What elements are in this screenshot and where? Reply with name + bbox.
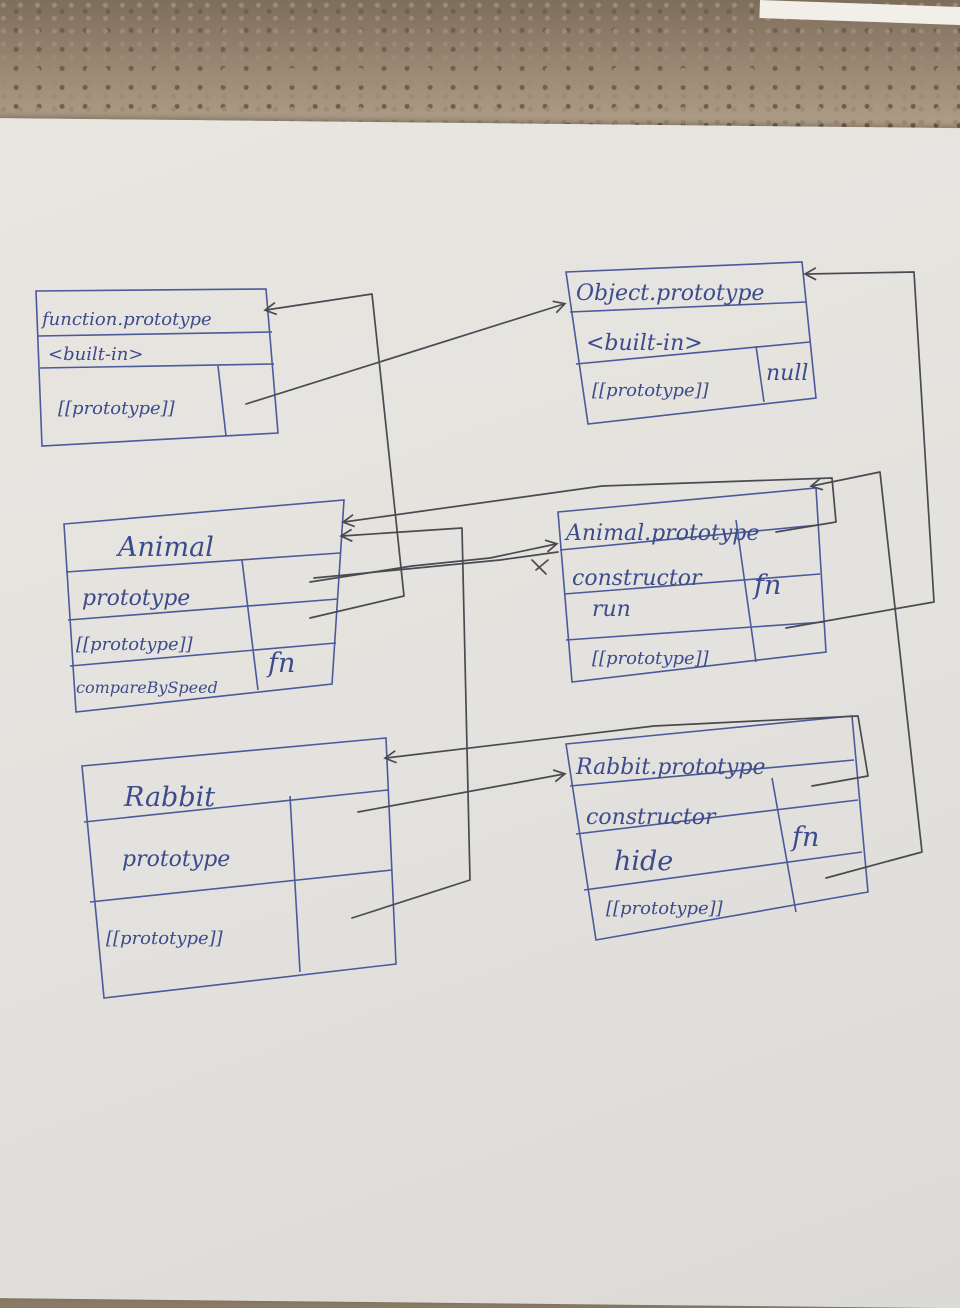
object-prototype-proto-value: null [766, 361, 808, 386]
function-prototype-box: function.prototype <built-in> [[prototyp… [35, 288, 279, 447]
box-outline [557, 487, 827, 683]
object-prototype-proto-label: [[prototype]] [592, 380, 710, 401]
box-outline [565, 261, 817, 425]
cell-divider [289, 795, 301, 973]
animal-proto-label: [[prototype]] [76, 634, 194, 655]
arrow-rabbit-proto-to-animal [339, 527, 471, 919]
arrow-constructor-to-animal [341, 477, 837, 533]
row-divider [569, 301, 807, 313]
arrow-animal-prototype-proto-to-object-prototype [785, 267, 935, 629]
box-outline [35, 288, 279, 447]
animal-method-value: fn [266, 648, 295, 679]
arrow-rabbit-prototype-to-rabbit-prototype-object [357, 769, 567, 813]
arrow-function-proto-to-object-prototype [245, 300, 567, 405]
animal-prototype-constructor-label: constructor [572, 566, 703, 591]
row-divider [565, 621, 825, 641]
object-prototype-builtin: <built-in> [586, 331, 703, 356]
row-divider [569, 759, 855, 787]
cell-divider [755, 345, 765, 403]
animal-box: Animal prototype [[prototype]] compareBy… [63, 499, 345, 713]
connectors [245, 267, 935, 919]
function-prototype-title: function.prototype [40, 309, 212, 330]
rabbit-prototype-box: Rabbit.prototype constructor hide fn [[p… [565, 715, 869, 941]
row-divider [65, 552, 341, 573]
rabbit-prototype-title: Rabbit.prototype [575, 755, 766, 780]
rabbit-box: Rabbit prototype [[prototype]] [81, 737, 397, 999]
rabbit-prototype-method-label: hide [614, 846, 673, 877]
row-divider [583, 851, 863, 891]
rabbit-prototype-constructor-label: constructor [586, 805, 717, 830]
animal-prototype-method-value: fn [752, 570, 781, 601]
animal-prototype-method-label: run [592, 597, 631, 622]
countertop-background [0, 0, 960, 140]
arrow-animal-prototype-to-animal-prototype-object [309, 539, 559, 583]
row-divider [563, 573, 821, 595]
row-divider [575, 341, 811, 365]
row-divider [83, 789, 389, 823]
rabbit-prototype-proto-label: [[prototype]] [606, 898, 724, 919]
animal-prototype-title: Animal.prototype [564, 521, 759, 546]
function-prototype-builtin: <built-in> [48, 344, 143, 365]
function-prototype-proto-label: [[prototype]] [58, 398, 176, 419]
animal-prototype-proto-label: [[prototype]] [592, 648, 710, 669]
animal-prototype-box: Animal.prototype constructor run fn [[pr… [557, 487, 827, 683]
row-divider [69, 642, 337, 667]
cell-divider [217, 365, 227, 437]
rabbit-prototype-method-value: fn [790, 822, 819, 853]
arrow-rabbit-constructor-to-rabbit [383, 715, 869, 787]
row-divider [559, 524, 819, 551]
arrow-animal-proto-to-function-prototype [263, 293, 405, 619]
rabbit-title: Rabbit [123, 782, 215, 813]
animal-prototype-label: prototype [82, 586, 190, 611]
arrow-rabbit-prototype-proto-to-animal-prototype [809, 471, 923, 879]
animal-title: Animal [115, 532, 214, 563]
prototype-diagram: function.prototype <built-in> [[prototyp… [35, 261, 935, 999]
rabbit-proto-label: [[prototype]] [106, 928, 224, 949]
cell-divider [735, 519, 757, 663]
arrow-crossed-mark [531, 559, 549, 575]
cell-divider [771, 777, 797, 913]
row-divider [37, 331, 273, 337]
animal-method-label: compareBySpeed [76, 678, 218, 697]
box-outline [565, 715, 869, 941]
box-outline [63, 499, 345, 713]
rabbit-prototype-label: prototype [122, 847, 230, 872]
row-divider [89, 869, 393, 903]
object-prototype-title: Object.prototype [576, 281, 764, 306]
row-divider [575, 799, 859, 835]
box-outline [81, 737, 397, 999]
cell-divider [241, 559, 259, 691]
row-divider [39, 363, 275, 369]
object-prototype-box: Object.prototype <built-in> [[prototype]… [565, 261, 817, 425]
arrow-animal-prototype-stroke [313, 551, 559, 579]
row-divider [67, 598, 339, 621]
